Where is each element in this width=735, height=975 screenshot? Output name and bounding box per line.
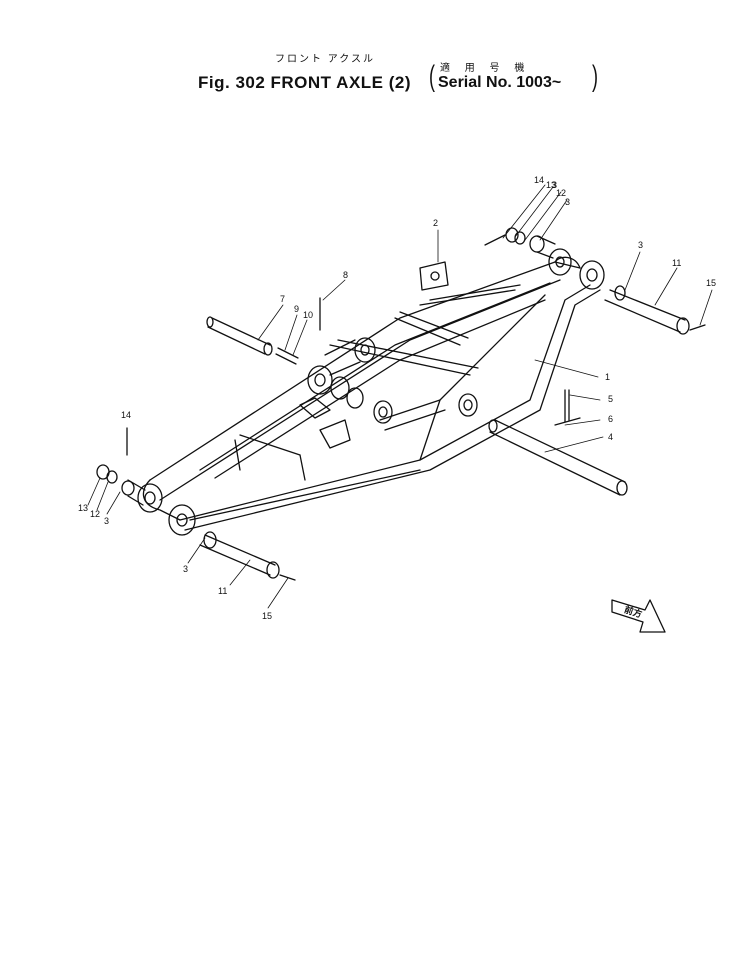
callout-10: 10 — [303, 310, 313, 320]
callout-labels: 1 2 3 3 3 3 3 4 5 6 7 8 9 10 11 11 12 12… — [78, 175, 716, 621]
callout-7: 7 — [280, 294, 285, 304]
callout-11-right: 11 — [672, 258, 681, 268]
callout-2: 2 — [433, 218, 438, 228]
serial-number: Serial No. 1003~ — [438, 74, 562, 91]
callout-15-left: 15 — [262, 611, 272, 621]
serial-japanese: 適 用 号 機 — [440, 63, 531, 74]
center-pivot-bosses — [299, 337, 478, 449]
leader-lines — [87, 184, 713, 609]
callout-13-left: 13 — [78, 503, 88, 513]
callout-6: 6 — [608, 414, 613, 424]
callout-3-right: 3 — [638, 240, 643, 250]
pivot-pin — [488, 419, 628, 496]
callout-15-right: 15 — [706, 278, 716, 288]
serial-close-paren: ) — [592, 60, 598, 93]
left-pin-assembly — [199, 531, 296, 581]
callout-3-top-b: 3 — [565, 197, 570, 207]
callout-9: 9 — [294, 304, 299, 314]
callout-8: 8 — [343, 270, 348, 280]
callout-13-top: 13 — [546, 180, 556, 190]
end-eye-bosses — [137, 248, 605, 536]
callout-14-top: 14 — [534, 175, 544, 185]
serial-open-paren: ( — [429, 60, 435, 93]
front-direction-arrow: 前方 — [611, 599, 666, 633]
callout-3-top-a: 3 — [552, 180, 557, 190]
callout-12-left: 12 — [90, 509, 100, 519]
left-bushings — [96, 427, 146, 506]
callout-11-left: 11 — [218, 586, 227, 596]
title-japanese: フロント アクスル — [275, 54, 375, 65]
figure-title: Fig. 302 FRONT AXLE (2) — [198, 73, 412, 92]
callout-14-left: 14 — [121, 410, 131, 420]
callout-4: 4 — [608, 432, 613, 442]
side-pin — [206, 316, 299, 365]
lock-bolt — [554, 389, 581, 426]
callout-1: 1 — [605, 372, 610, 382]
front-arrow-label: 前方 — [623, 603, 644, 619]
right-pin-assembly — [604, 285, 706, 335]
callout-5: 5 — [608, 394, 613, 404]
callout-12-top: 12 — [556, 188, 566, 198]
top-right-bushings — [484, 227, 556, 259]
axle-frame — [142, 256, 601, 531]
callout-3-left: 3 — [104, 516, 109, 526]
callout-3-bottom: 3 — [183, 564, 188, 574]
top-bracket — [419, 261, 449, 291]
